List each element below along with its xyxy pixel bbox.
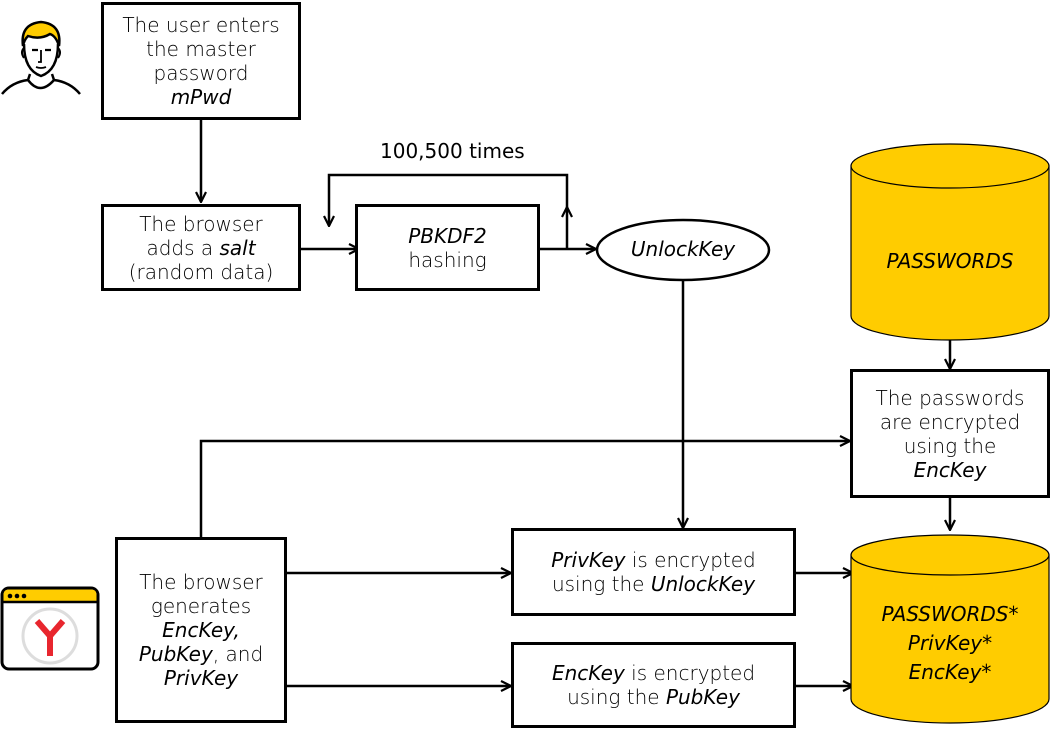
mpwd-term: mPwd — [170, 85, 232, 109]
storage-database — [850, 534, 1050, 724]
enckey-term: EncKey, — [162, 618, 240, 642]
box-line: The passwords — [875, 385, 1025, 410]
box-line: , and — [212, 642, 264, 666]
box-line: The browser — [139, 570, 263, 594]
pubkey-term: PubKey — [138, 642, 213, 666]
box-line: The browser — [139, 211, 263, 236]
browser-generates-keys-box: The browser generates EncKey, PubKey, an… — [115, 537, 287, 723]
box-line: is encrypted — [624, 661, 756, 685]
box-line: generates — [150, 594, 252, 618]
box-line: password — [153, 61, 249, 85]
box-line: is encrypted — [625, 548, 756, 572]
salt-term: salt — [219, 235, 256, 260]
pbkdf2-hashing-box: PBKDF2 hashing — [355, 204, 540, 291]
box-line: The user enters — [122, 13, 280, 37]
unlockkey-label: UnlockKey — [630, 237, 736, 261]
box-line: using the — [903, 433, 997, 458]
user-enters-password-box: The user enters the master password mPwd — [101, 2, 301, 120]
box-line: hashing — [408, 247, 487, 272]
yandex-browser-icon — [0, 586, 100, 671]
passwords-db-label: PASSWORDS — [886, 249, 1014, 273]
connector-lines — [201, 120, 950, 686]
box-line: the master — [146, 37, 256, 61]
loop-count-label: 100,500 times — [380, 139, 525, 163]
browser-adds-salt-box: The browser adds a salt (random data) — [101, 204, 301, 291]
box-line: using the — [567, 685, 666, 709]
box-line: (random data) — [128, 259, 274, 284]
box-line: using the — [551, 572, 651, 596]
enckey-term: EncKey — [551, 661, 625, 685]
loop-back-arrow — [329, 173, 569, 226]
passwords-encrypted-box: The passwords are encrypted using the En… — [850, 369, 1050, 498]
user-avatar-icon — [1, 20, 81, 95]
box-line: adds a — [146, 235, 220, 260]
privkey-term: PrivKey — [163, 666, 239, 690]
box-line: are encrypted — [879, 409, 1021, 434]
passwords-database — [850, 143, 1050, 341]
storage-item-privkey: PrivKey* — [907, 631, 993, 655]
enckey-encrypted-box: EncKey is encrypted using the PubKey — [511, 642, 796, 728]
storage-db-label: PASSWORDS* PrivKey* EncKey* — [851, 600, 1049, 687]
storage-item-enckey: EncKey* — [908, 660, 992, 684]
privkey-encrypted-box: PrivKey is encrypted using the UnlockKey — [511, 528, 796, 616]
pbkdf2-term: PBKDF2 — [408, 223, 487, 248]
storage-item-passwords: PASSWORDS* — [881, 602, 1019, 626]
unlockkey-ellipse — [595, 218, 771, 282]
arrow-generate-to-encrypt — [199, 441, 850, 538]
pubkey-term: PubKey — [665, 685, 740, 709]
unlockkey-term: UnlockKey — [650, 572, 756, 596]
enckey-term: EncKey — [913, 457, 987, 482]
privkey-term: PrivKey — [551, 548, 626, 572]
